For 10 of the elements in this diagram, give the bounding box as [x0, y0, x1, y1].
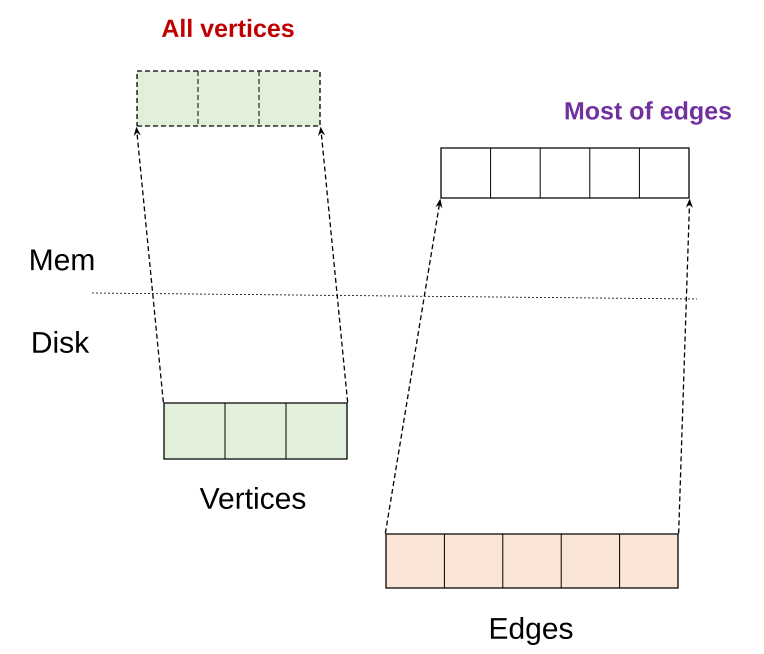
- array-box: Vertices: [163, 402, 348, 509]
- node-label: All vertices: [162, 18, 294, 38]
- array-box: All vertices: [136, 18, 321, 127]
- node-label: Edges: [490, 617, 572, 645]
- region-label: Mem: [31, 250, 94, 270]
- node-label: Vertices: [200, 486, 306, 510]
- node-label: Most of edges: [566, 101, 731, 125]
- array-box: Edges: [385, 533, 679, 645]
- array-box: Most of edges: [440, 101, 731, 199]
- region-label: Disk: [33, 330, 90, 353]
